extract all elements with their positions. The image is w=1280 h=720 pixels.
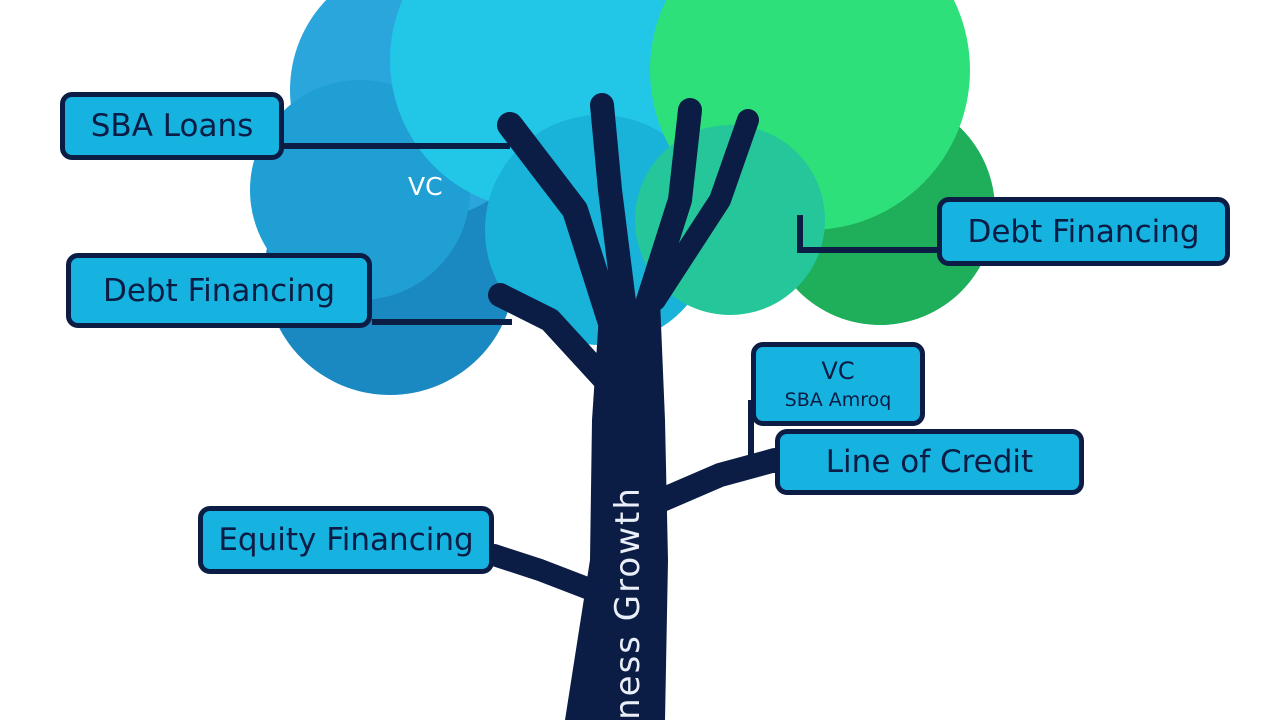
branch-upper-left xyxy=(497,112,623,333)
vc-box-title: VC xyxy=(821,357,855,385)
trunk xyxy=(565,300,668,720)
branch-lower-right xyxy=(650,448,787,512)
vc-canopy-text: VC xyxy=(408,172,443,201)
branch-upper-mid xyxy=(590,93,637,322)
tree-trunk xyxy=(483,93,787,720)
branch-upper-right xyxy=(633,98,702,322)
debt-financing-left-label: Debt Financing xyxy=(66,253,372,328)
branch-right xyxy=(644,109,759,311)
vc-label-box: VC SBA Amroq xyxy=(751,342,925,426)
trunk-text: ness Growth xyxy=(608,486,648,720)
line-of-credit-label: Line of Credit xyxy=(775,429,1084,495)
vc-box-subtitle: SBA Amroq xyxy=(784,389,892,411)
branch-lower-left xyxy=(483,544,603,601)
equity-financing-label: Equity Financing xyxy=(198,506,494,574)
connector-vc-box xyxy=(748,400,775,473)
connectors xyxy=(284,143,937,473)
sba-loans-label: SBA Loans xyxy=(60,92,284,160)
branch-mid-left xyxy=(488,283,617,392)
connector-debt-right xyxy=(797,215,937,253)
debt-financing-right-label: Debt Financing xyxy=(937,197,1230,266)
